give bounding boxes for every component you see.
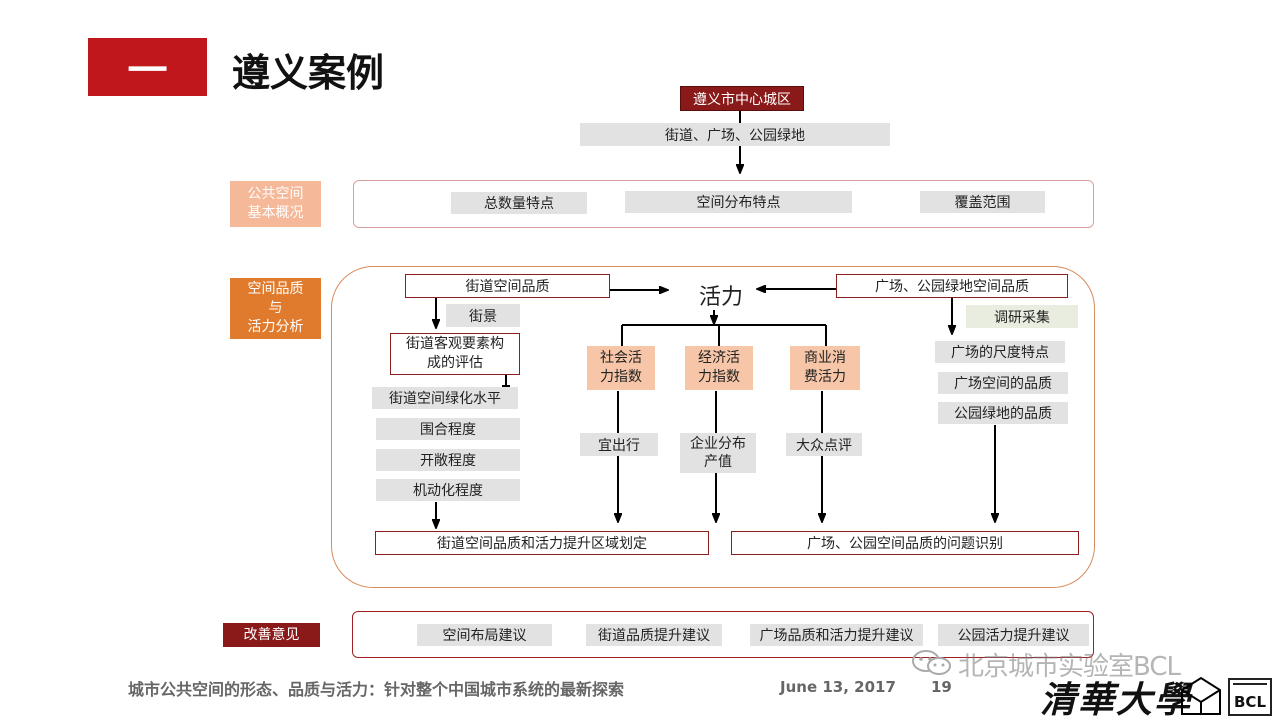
node-streetscape: 街景	[446, 304, 520, 327]
street-metric-enclosure: 围合程度	[376, 418, 520, 440]
overview-item-coverage: 覆盖范围	[920, 191, 1045, 213]
result-plaza-issues: 广场、公园空间品质的问题识别	[731, 531, 1079, 555]
suggestion-street: 街道品质提升建议	[586, 624, 722, 646]
node-street-eval: 街道客观要素构 成的评估	[390, 333, 520, 375]
bcl-logo-badge: BCL	[1228, 678, 1272, 716]
footer-page-number: 19	[931, 678, 952, 696]
node-plaza-quality: 广场、公园绿地空间品质	[836, 274, 1068, 298]
bcl-logo-text: BCL	[1234, 693, 1266, 711]
plaza-metric-quality: 广场空间的品质	[938, 372, 1068, 394]
section-label-suggestions: 改善意见	[223, 623, 320, 647]
suggestion-plaza: 广场品质和活力提升建议	[750, 624, 923, 646]
section-label-analysis: 空间品质 与 活力分析	[230, 278, 321, 339]
section-frame-overview	[353, 180, 1094, 228]
street-metric-greening: 街道空间绿化水平	[372, 387, 518, 409]
overview-item-count: 总数量特点	[451, 192, 587, 214]
section-label-overview: 公共空间 基本概况	[230, 181, 321, 227]
source-enterprise: 企业分布 产值	[680, 433, 756, 473]
bcl-logo-icon	[1178, 674, 1224, 718]
node-survey: 调研采集	[966, 305, 1078, 328]
plaza-metric-scale: 广场的尺度特点	[935, 341, 1065, 363]
overview-item-distribution: 空间分布特点	[625, 191, 852, 213]
section-number: 一	[127, 48, 168, 94]
street-metric-openness: 开敞程度	[376, 449, 520, 471]
street-metric-motorization: 机动化程度	[376, 479, 520, 501]
index-commercial-vitality: 商业消 费活力	[790, 346, 860, 390]
source-yichuxing: 宜出行	[580, 433, 658, 456]
node-vitality: 活力	[698, 285, 743, 310]
result-street-zoning: 街道空间品质和活力提升区域划定	[375, 531, 709, 555]
footer-date: June 13, 2017	[780, 678, 896, 696]
node-scope: 街道、广场、公园绿地	[580, 123, 890, 146]
index-economic-vitality: 经济活 力指数	[685, 346, 753, 390]
page-title: 遵义案例	[232, 51, 385, 95]
footer-subtitle: 城市公共空间的形态、品质与活力：针对整个中国城市系统的最新探索	[128, 680, 625, 699]
section-frame-analysis	[331, 266, 1095, 588]
park-metric-quality: 公园绿地的品质	[938, 402, 1068, 424]
index-social-vitality: 社会活 力指数	[587, 346, 655, 390]
source-dianping: 大众点评	[786, 433, 862, 456]
node-street-quality: 街道空间品质	[405, 274, 610, 298]
suggestion-layout: 空间布局建议	[417, 624, 552, 646]
wechat-icon	[910, 648, 954, 678]
section-frame-suggestions	[352, 611, 1094, 658]
suggestion-park: 公园活力提升建议	[938, 624, 1089, 646]
section-number-block: 一	[88, 38, 207, 96]
node-city-center: 遵义市中心城区	[680, 86, 804, 111]
university-logo: 清華大學	[1040, 679, 1193, 721]
watermark-text: 北京城市实验室BCL	[958, 652, 1181, 682]
